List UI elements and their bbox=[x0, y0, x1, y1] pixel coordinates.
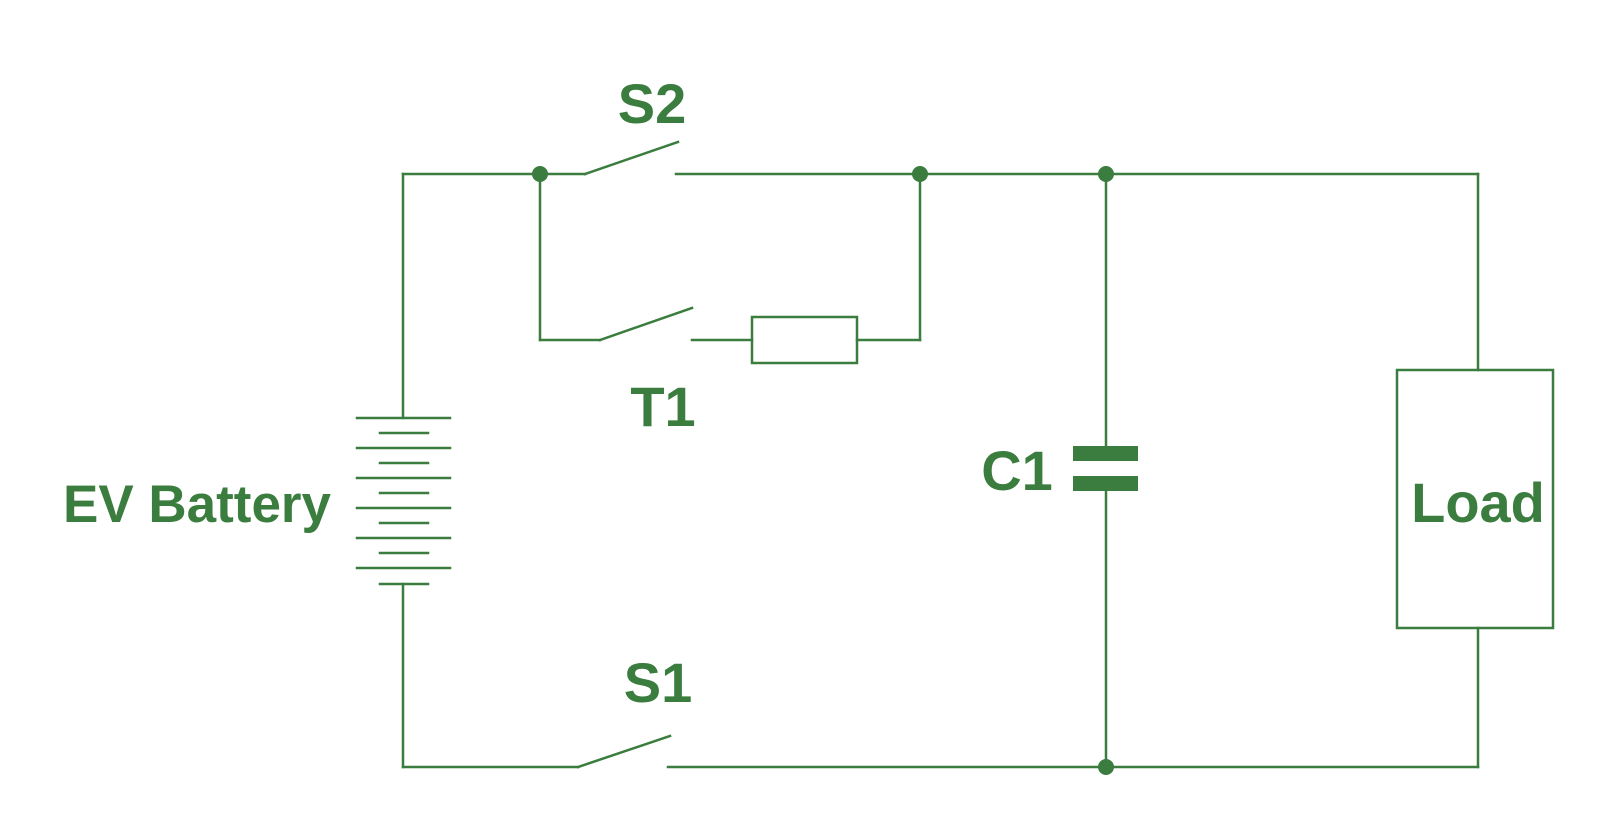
load-box bbox=[1395, 368, 1555, 630]
precharge-resistor bbox=[750, 315, 859, 365]
label-load: Load bbox=[1411, 471, 1545, 534]
capacitor-plate-top bbox=[1073, 446, 1138, 461]
label-s2: S2 bbox=[618, 72, 687, 135]
battery-cells bbox=[355, 416, 452, 586]
switch-s2-blade bbox=[583, 140, 680, 176]
junction-dot bbox=[912, 166, 928, 182]
junction-dot bbox=[1098, 166, 1114, 182]
label-t1: T1 bbox=[630, 375, 695, 438]
switch-t1-blade bbox=[598, 306, 694, 342]
switch-s1-blade bbox=[576, 734, 672, 769]
junction-dot bbox=[1098, 759, 1114, 775]
junction-dot bbox=[532, 166, 548, 182]
capacitor-plate-bottom bbox=[1073, 476, 1138, 491]
label-s1: S1 bbox=[624, 651, 693, 714]
label-c1: C1 bbox=[981, 439, 1053, 502]
label-battery: EV Battery bbox=[63, 475, 332, 534]
